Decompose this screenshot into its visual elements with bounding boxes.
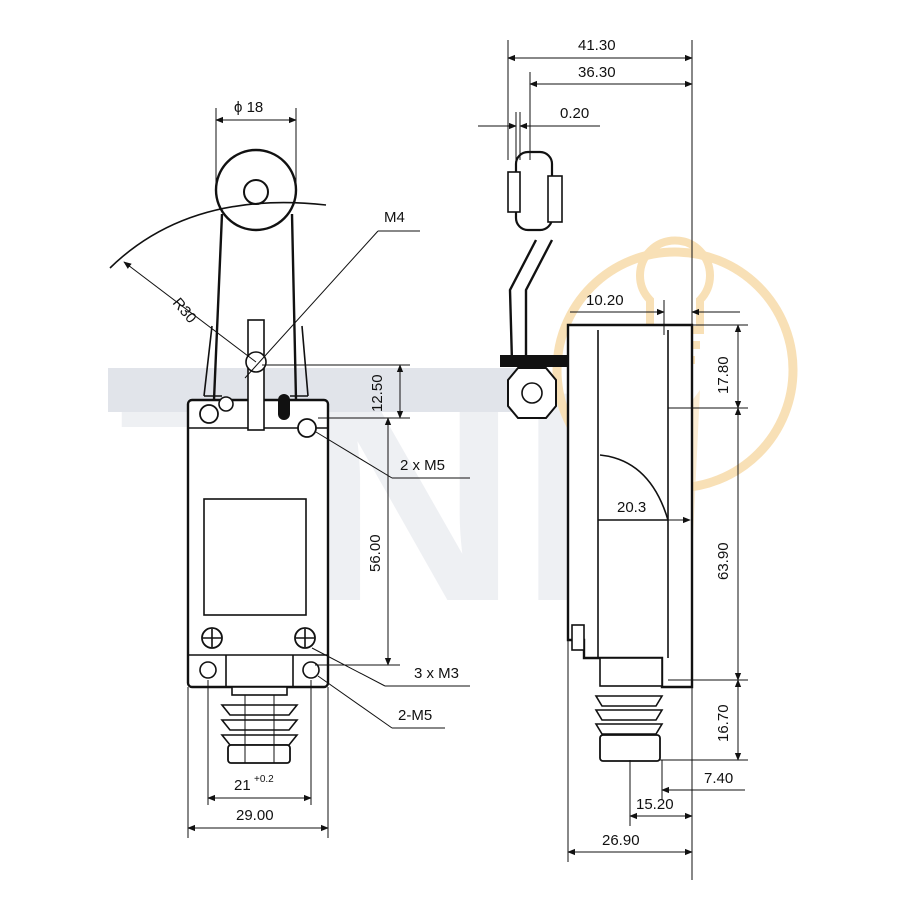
dim-12-50: 12.50 bbox=[369, 374, 386, 412]
front-boot bbox=[220, 686, 299, 764]
dim-17-80: 17.80 bbox=[715, 356, 732, 394]
dim-56-00: 56.00 bbox=[367, 534, 384, 572]
front-lever bbox=[203, 213, 309, 431]
dim-29-00: 29.00 bbox=[236, 807, 274, 824]
dim-7-40: 7.40 bbox=[704, 770, 733, 787]
top-hole-left bbox=[199, 404, 219, 424]
front-roller bbox=[214, 148, 298, 232]
dim-21: 21 bbox=[234, 777, 251, 794]
dim-26-90: 26.90 bbox=[602, 832, 640, 849]
dim-2m5: 2-M5 bbox=[398, 707, 432, 724]
dim-m4: M4 bbox=[384, 209, 405, 226]
dim-36-30: 36.30 bbox=[578, 64, 616, 81]
bottom-hole-left bbox=[199, 661, 217, 679]
dim-2xm5: 2 x M5 bbox=[400, 457, 445, 474]
dim-16-70: 16.70 bbox=[715, 704, 732, 742]
dim-phi18: ϕ 18 bbox=[234, 99, 263, 116]
side-boot bbox=[594, 657, 664, 762]
dim-63-90: 63.90 bbox=[715, 542, 732, 580]
dim-3xm3: 3 x M3 bbox=[414, 665, 459, 682]
screw-left bbox=[201, 627, 223, 649]
dim-20-3: 20.3 bbox=[617, 499, 646, 516]
screw-right bbox=[294, 627, 316, 649]
bottom-hole-right bbox=[302, 661, 320, 679]
top-hole-right bbox=[297, 418, 317, 438]
dim-15-20: 15.20 bbox=[636, 796, 674, 813]
dim-41-30: 41.30 bbox=[578, 37, 616, 54]
r30-arc bbox=[109, 201, 327, 269]
side-lever bbox=[500, 150, 568, 419]
dim-21-tol: +0.2 bbox=[254, 774, 274, 785]
side-view: 41.30 36.30 0.20 10.20 17.80 63.90 20.3 … bbox=[478, 37, 748, 880]
front-view: R30 ϕ 18 M4 12.50 2 x M5 56.00 3 x M3 2-… bbox=[109, 99, 470, 838]
dim-0-20: 0.20 bbox=[560, 105, 589, 122]
front-window bbox=[203, 498, 307, 616]
dim-10-20: 10.20 bbox=[586, 292, 624, 309]
